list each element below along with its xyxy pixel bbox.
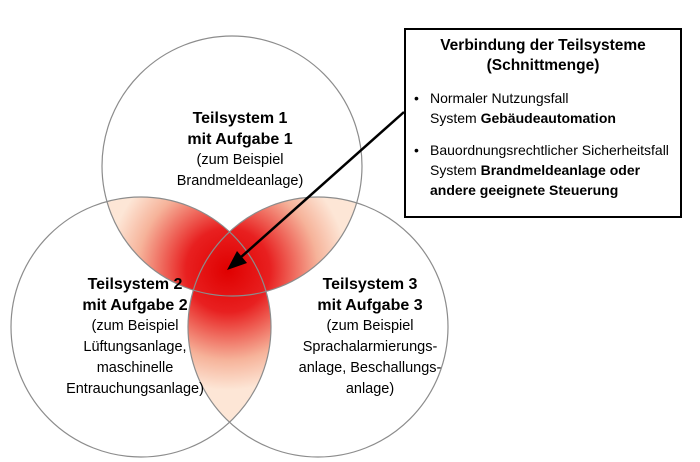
teilsystem-3-title-line2: mit Aufgabe 3	[317, 297, 423, 314]
teilsystem-1-title-line1: Teilsystem 1	[192, 110, 288, 127]
teilsystem-3-example-line3: anlage, Beschallungs-	[298, 360, 442, 376]
info-box-list: • Normaler Nutzungsfall System Gebäudeau…	[414, 88, 672, 200]
item-1-line1: Normaler Nutzungsfall	[430, 90, 569, 106]
item-1-line2-prefix: System	[430, 110, 481, 126]
teilsystem-1-title-line2: mit Aufgabe 1	[187, 131, 293, 148]
teilsystem-3-example-line4: anlage)	[345, 381, 395, 397]
info-box-schnittmenge: Verbindung der Teilsysteme (Schnittmenge…	[404, 28, 682, 218]
item-2-line2: System Brandmeldeanlage oder	[430, 160, 672, 180]
label-teilsystem-3: Teilsystem 3 mit Aufgabe 3 (zum Beispiel…	[270, 274, 470, 400]
circle-teilsystem-1	[101, 35, 363, 297]
item-1-line2: System Gebäudeautomation	[430, 108, 672, 128]
arrow-line	[239, 111, 405, 259]
teilsystem-2-title-line2: mit Aufgabe 2	[82, 297, 188, 314]
teilsystem-2-example-line2: Lüftungsanlage,	[83, 339, 187, 355]
circle-teilsystem-2	[10, 196, 272, 458]
teilsystem-3-example-line2: Sprachalarmierungs-	[302, 339, 438, 355]
item-2-line3-bold: andere geeignete Steuerung	[430, 182, 619, 198]
teilsystem-1-example-line1: (zum Beispiel	[196, 152, 284, 168]
bullet-icon: •	[414, 142, 419, 158]
item-2-line1: Bauordnungsrechtlicher Sicherheitsfall	[430, 142, 669, 158]
teilsystem-1-example-line2: Brandmeldeanlage)	[176, 173, 304, 189]
teilsystem-3-title-line1: Teilsystem 3	[322, 276, 418, 293]
teilsystem-2-example-line3: maschinelle	[96, 360, 174, 376]
teilsystem-2-title-line1: Teilsystem 2	[87, 276, 183, 293]
info-box-title-line2: (Schnittmenge)	[486, 57, 600, 74]
bullet-icon: •	[414, 90, 419, 106]
label-teilsystem-1: Teilsystem 1 mit Aufgabe 1 (zum Beispiel…	[140, 108, 340, 192]
info-box-title-line1: Verbindung der Teilsysteme	[440, 37, 646, 54]
list-item: • Bauordnungsrechtlicher Sicherheitsfall…	[414, 140, 672, 200]
teilsystem-3-example-line1: (zum Beispiel	[326, 318, 414, 334]
label-teilsystem-2: Teilsystem 2 mit Aufgabe 2 (zum Beispiel…	[30, 274, 240, 400]
info-box-title: Verbindung der Teilsysteme (Schnittmenge…	[414, 36, 672, 76]
list-item: • Normaler Nutzungsfall System Gebäudeau…	[414, 88, 672, 128]
teilsystem-2-example-line1: (zum Beispiel	[91, 318, 179, 334]
item-1-line2-bold: Gebäudeautomation	[480, 110, 616, 126]
item-2-line2-prefix: System	[430, 162, 481, 178]
item-2-line2-bold: Brandmeldeanlage oder	[480, 162, 641, 178]
circle-teilsystem-3	[187, 196, 449, 458]
teilsystem-2-example-line4: Entrauchungsanlage)	[66, 381, 204, 397]
arrow-head-icon	[227, 251, 247, 270]
